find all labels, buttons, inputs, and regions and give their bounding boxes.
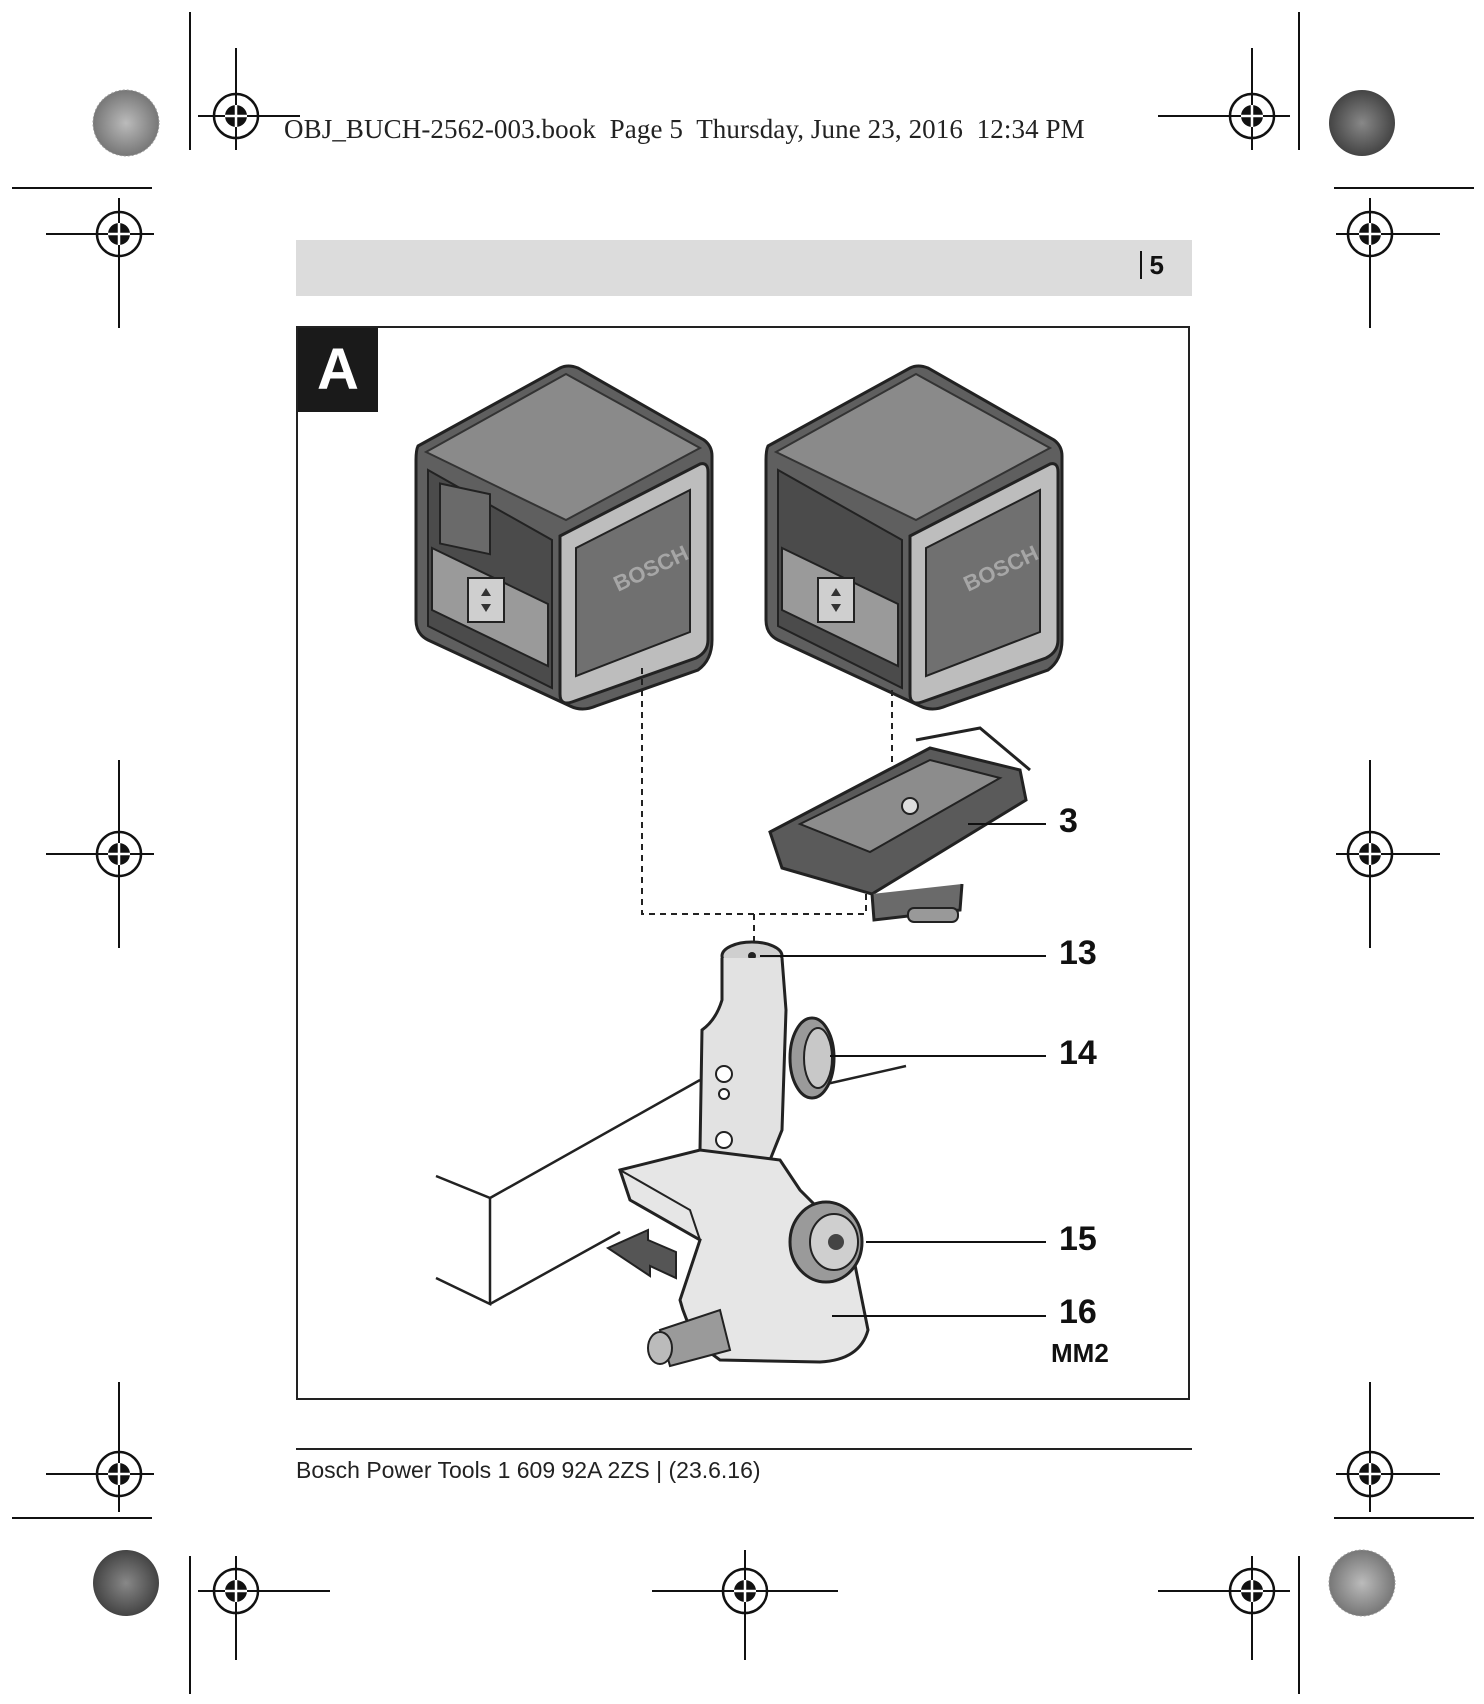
footer-rule [296, 1448, 1192, 1450]
callout-16: 16 [1059, 1293, 1097, 1331]
page-header-band: 5 [296, 240, 1192, 296]
color-rosette-top-left [92, 89, 160, 157]
universal-mount-mm2 [605, 940, 870, 1368]
holder-3 [768, 726, 1031, 923]
callout-14: 14 [1059, 1034, 1097, 1072]
color-rosette-bottom-right [1328, 1549, 1396, 1617]
page-number: 5 [1139, 250, 1164, 281]
callout-3: 3 [1059, 802, 1078, 840]
callout-mm2: MM2 [1051, 1338, 1109, 1368]
crop-marks [12, 12, 1474, 1694]
color-rosette-top-right [1329, 90, 1395, 156]
figure-frame: A [296, 326, 1190, 1400]
wall-edge [435, 1064, 907, 1306]
page-number-value: 5 [1149, 250, 1164, 280]
footer-text: Bosch Power Tools 1 609 92A 2ZS | (23.6.… [296, 1457, 761, 1483]
figure-label: A [298, 328, 378, 412]
callout-13: 13 [1059, 934, 1097, 972]
print-slug: OBJ_BUCH-2562-003.book Page 5 Thursday, … [284, 114, 1085, 144]
laser-level-right: BOSCH [764, 364, 1064, 711]
callout-leaders [760, 823, 1046, 1317]
callout-15: 15 [1059, 1220, 1097, 1258]
laser-level-left: BOSCH [414, 364, 714, 711]
color-rosette-bottom-left [93, 1550, 159, 1616]
page-number-divider [1139, 251, 1142, 279]
